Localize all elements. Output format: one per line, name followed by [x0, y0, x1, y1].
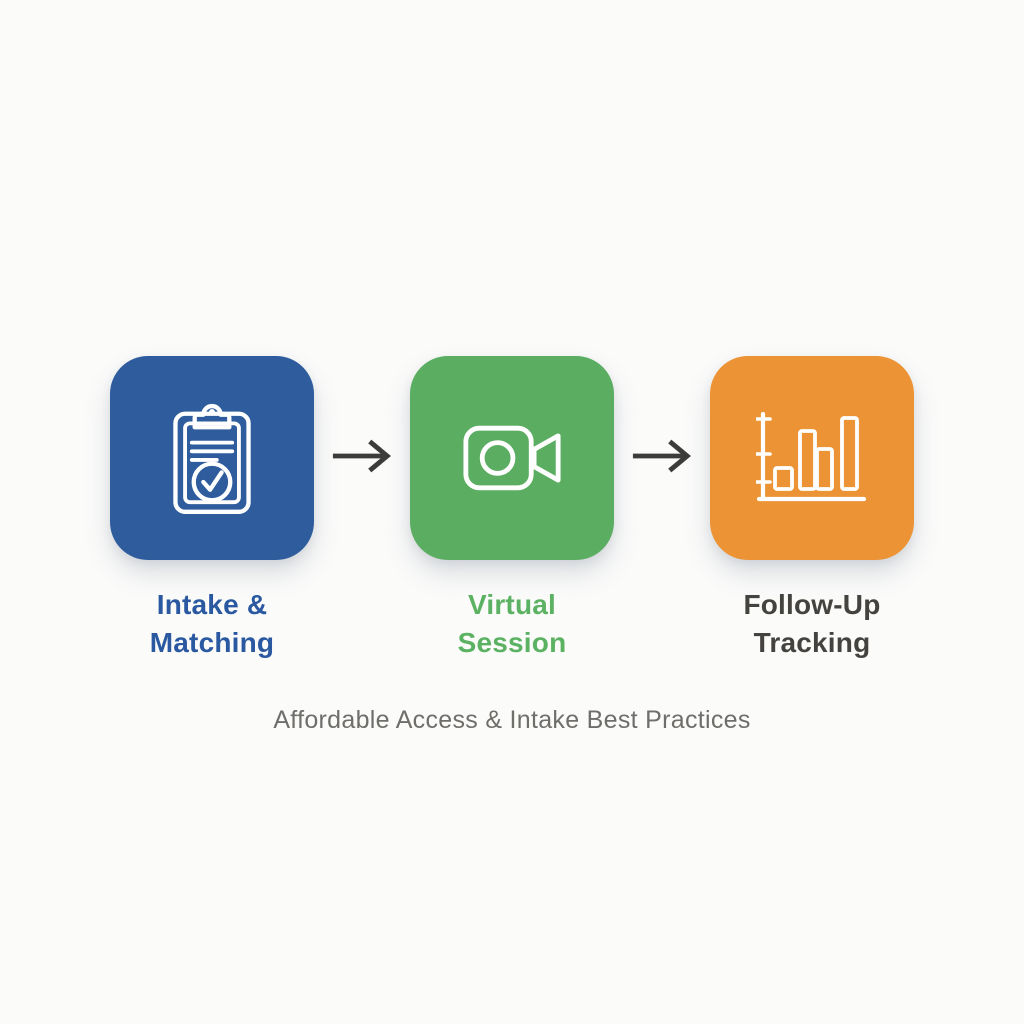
step-label-line: Virtual: [467, 589, 557, 620]
flow-arrow-1: [314, 356, 410, 560]
step-label-virtual: Virtual Session: [458, 586, 567, 662]
video-camera-icon: [462, 425, 562, 491]
diagram-caption: Affordable Access & Intake Best Practice…: [273, 706, 751, 734]
flow-arrow-2: [614, 356, 710, 560]
step-label-line: Matching: [149, 627, 275, 658]
arrow-right-icon: [631, 437, 693, 480]
virtual-session-tile: [410, 356, 614, 560]
step-follow-up-tracking: Follow-Up Tracking: [710, 356, 914, 662]
arrow-right-icon: [331, 437, 393, 480]
step-label-line: Intake &: [156, 589, 268, 620]
clipboard-check-icon: [162, 396, 262, 520]
step-label-line: Follow-Up: [743, 589, 881, 620]
bar-chart-icon: [756, 411, 868, 505]
step-label-follow-up: Follow-Up Tracking: [743, 586, 880, 662]
step-label-intake: Intake & Matching: [150, 586, 274, 662]
step-virtual-session: Virtual Session: [410, 356, 614, 662]
follow-up-tile: [710, 356, 914, 560]
process-flow: Intake & Matching: [0, 356, 1024, 662]
step-label-line: Tracking: [753, 627, 871, 658]
step-label-line: Session: [457, 627, 567, 658]
step-intake-matching: Intake & Matching: [110, 356, 314, 662]
intake-tile: [110, 356, 314, 560]
